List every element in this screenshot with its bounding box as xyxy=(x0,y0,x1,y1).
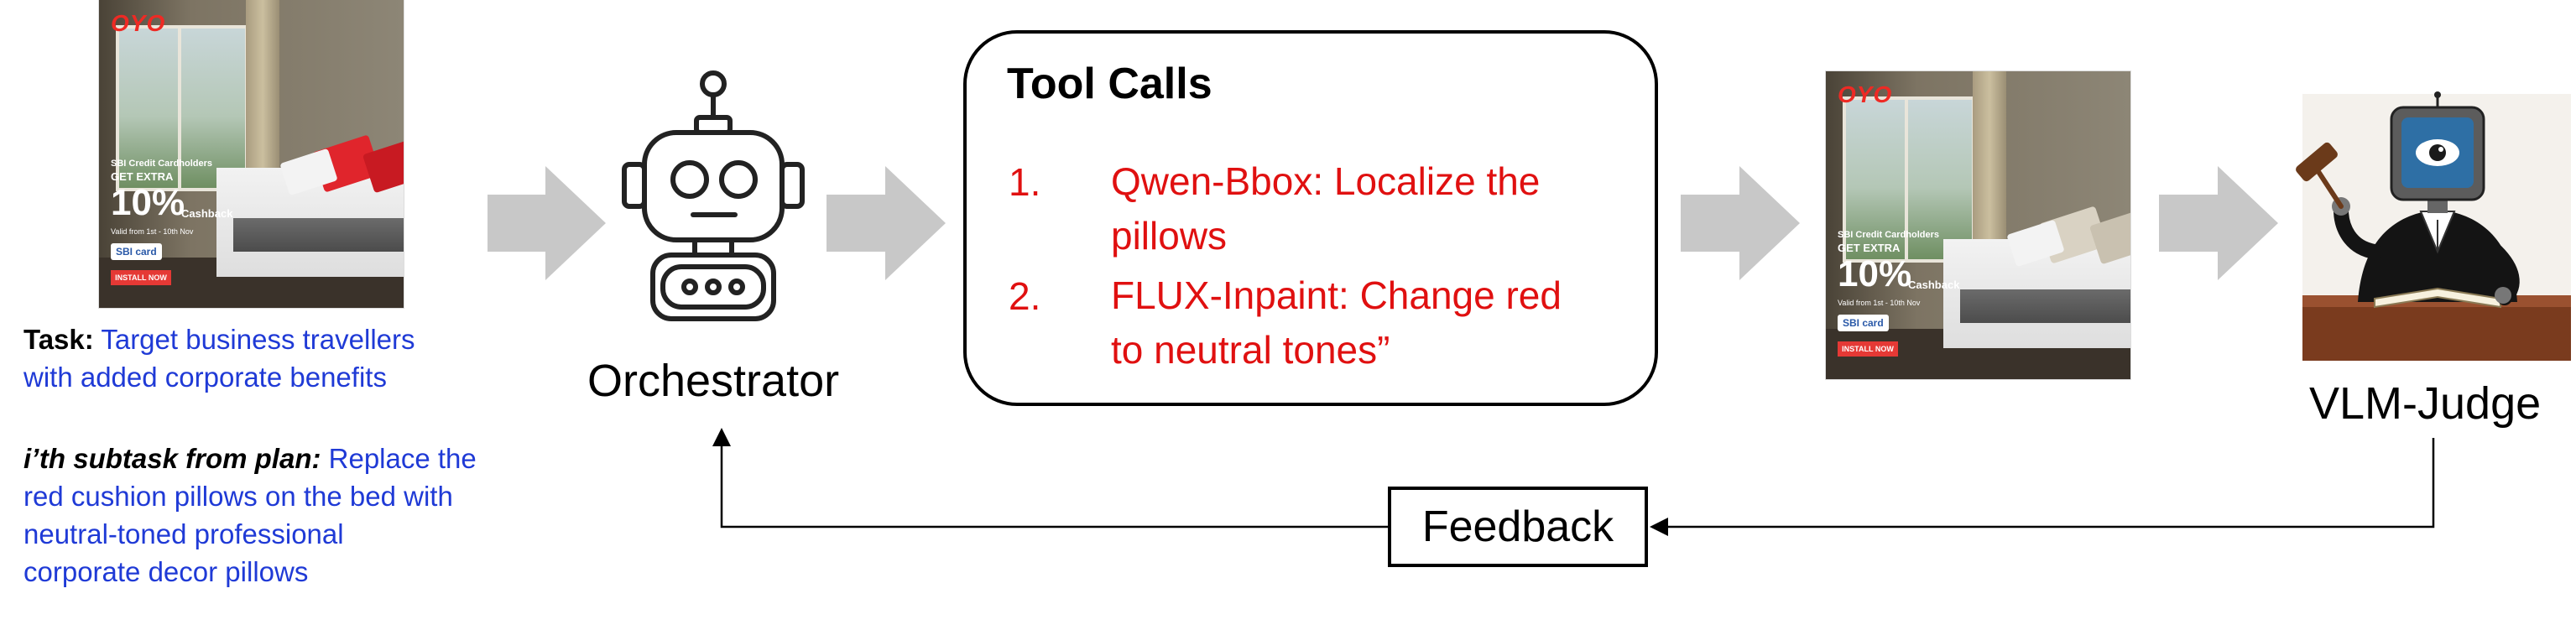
promo-line2: GET EXTRA xyxy=(111,170,174,183)
promo-cashback: Cashback xyxy=(1908,279,1960,291)
promo-percent: 10% xyxy=(111,182,185,223)
step-1-text: Qwen-Bbox: Localize the pillows xyxy=(1111,154,1614,263)
task-text: Task: Target business travellers with ad… xyxy=(23,320,415,396)
step-2-number: 2. xyxy=(1009,274,1041,318)
step-1-line1: Qwen-Bbox: Localize the xyxy=(1111,159,1541,203)
vlm-judge-illustration xyxy=(2296,91,2571,361)
install-now-badge: INSTALL NOW xyxy=(1838,341,1898,357)
promo-line1: SBI Credit Cardholders xyxy=(1838,230,1940,240)
feedback-arrowhead-up xyxy=(712,428,731,446)
feedback-line-left xyxy=(720,445,1388,528)
task-line2: with added corporate benefits xyxy=(23,362,387,393)
subtask-line4: corporate decor pillows xyxy=(23,556,309,587)
promo-line2: GET EXTRA xyxy=(1838,242,1901,254)
task-line1: Target business travellers xyxy=(101,324,415,355)
arrow-right-3 xyxy=(1681,166,1800,280)
vlm-judge-label: VLM-Judge xyxy=(2309,378,2542,429)
arrow-right-4 xyxy=(2159,166,2278,280)
step-2-line1: FLUX-Inpaint: Change red xyxy=(1111,273,1562,317)
step-2-text: FLUX-Inpaint: Change red to neutral tone… xyxy=(1111,268,1614,377)
oyo-logo: OYO xyxy=(1838,81,1893,107)
feedback-box: Feedback xyxy=(1388,487,1648,567)
arrow-right-1 xyxy=(488,166,606,280)
robot-icon xyxy=(622,70,805,321)
promo-percent: 10% xyxy=(1838,253,1912,294)
promo-valid: Valid from 1st - 10th Nov xyxy=(1838,299,1921,307)
subtask-line3: neutral-toned professional xyxy=(23,518,344,549)
output-ad-image: OYO SBI Credit Cardholders GET EXTRA 10%… xyxy=(1826,71,2130,379)
arrow-right-2 xyxy=(827,166,946,280)
subtask-line1: Replace the xyxy=(328,443,477,474)
promo-cashback: Cashback xyxy=(181,207,233,220)
tool-calls-title: Tool Calls xyxy=(1007,60,1212,108)
orchestrator-label: Orchestrator xyxy=(587,356,840,406)
subtask-label: i’th subtask from plan: xyxy=(23,443,321,474)
step-1-number: 1. xyxy=(1009,160,1041,204)
tool-calls-box: Tool Calls 1. Qwen-Bbox: Localize the pi… xyxy=(963,30,1658,406)
input-ad-image: OYO SBI Credit Cardholders GET EXTRA 10%… xyxy=(99,0,404,308)
oyo-logo: OYO xyxy=(111,10,166,36)
step-1-line2: pillows xyxy=(1111,214,1228,258)
sbi-card-badge: SBI card xyxy=(1838,315,1889,331)
sbi-card-badge: SBI card xyxy=(111,243,162,260)
feedback-arrowhead-left xyxy=(1650,518,1668,536)
feedback-line-right xyxy=(1666,438,2435,528)
install-now-badge: INSTALL NOW xyxy=(111,270,171,285)
subtask-text: i’th subtask from plan: Replace the red … xyxy=(23,440,477,591)
task-label: Task: xyxy=(23,324,94,355)
promo-line1: SBI Credit Cardholders xyxy=(111,159,213,169)
promo-valid: Valid from 1st - 10th Nov xyxy=(111,227,194,236)
step-2-line2: to neutral tones” xyxy=(1111,328,1390,372)
subtask-line2: red cushion pillows on the bed with xyxy=(23,481,453,512)
